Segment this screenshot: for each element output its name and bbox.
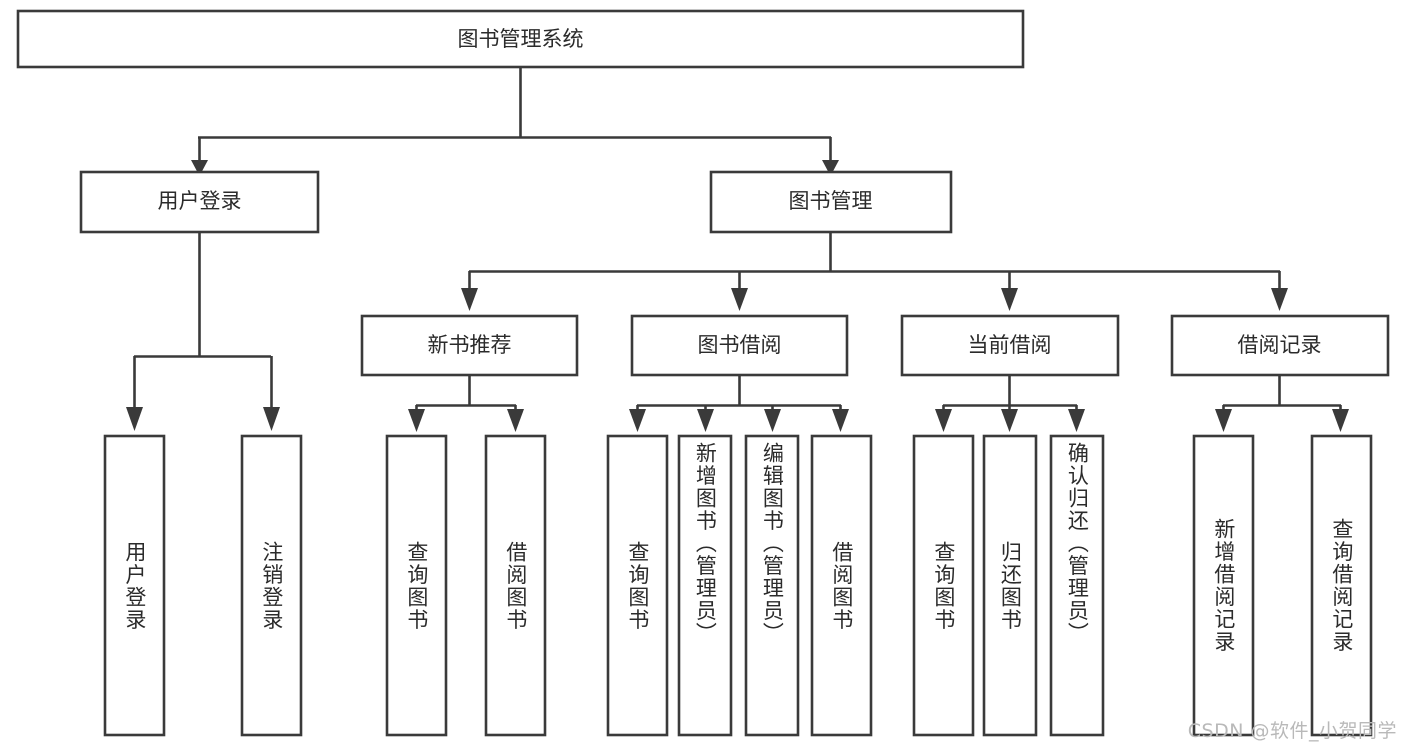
label-user-login: 用户登录 bbox=[158, 189, 242, 213]
arrow-head-leaf-user-login bbox=[126, 407, 143, 431]
arrow-head-leaf-query-book-current bbox=[935, 409, 952, 432]
arrow-head-leaf-return-book bbox=[1001, 409, 1018, 432]
csdn-watermark: CSDN @软件_小贺同学 bbox=[1187, 720, 1397, 742]
node-box-leaf-query-borrow-record[interactable] bbox=[1310, 434, 1373, 737]
node-box-leaf-borrow-book[interactable] bbox=[810, 434, 873, 737]
arrow-head-leaf-borrow-book bbox=[832, 409, 849, 432]
label-new-book-recommend: 新书推荐 bbox=[428, 333, 512, 357]
label-book-borrow: 图书借阅 bbox=[698, 333, 782, 357]
node-box-new-book-recommend[interactable] bbox=[360, 314, 579, 377]
node-box-borrow-record[interactable] bbox=[1170, 314, 1390, 377]
node-box-leaf-edit-book[interactable] bbox=[744, 434, 800, 737]
arrow-head-leaf-add-borrow-record bbox=[1215, 409, 1232, 432]
connector-layer bbox=[126, 67, 1349, 432]
arrow-head-leaf-edit-book bbox=[764, 409, 781, 432]
label-root: 图书管理系统 bbox=[458, 27, 584, 51]
node-box-book-borrow[interactable] bbox=[630, 314, 849, 377]
arrow-head-leaf-query-book-borrow bbox=[629, 409, 646, 432]
node-box-current-borrow[interactable] bbox=[900, 314, 1120, 377]
label-book-manage: 图书管理 bbox=[789, 189, 873, 213]
arrow-head-new-book-recommend bbox=[461, 288, 478, 311]
arrow-head-book-manage bbox=[822, 160, 839, 176]
arrow-head-leaf-add-book bbox=[697, 409, 714, 432]
arrow-head-user-login bbox=[191, 160, 208, 176]
node-box-user-login[interactable] bbox=[79, 170, 320, 234]
arrow-head-leaf-query-book-recommend bbox=[408, 409, 425, 432]
node-box-leaf-add-borrow-record[interactable] bbox=[1192, 434, 1255, 737]
arrow-head-current-borrow bbox=[1001, 288, 1018, 311]
node-box-leaf-add-book[interactable] bbox=[677, 434, 733, 737]
node-box-book-manage[interactable] bbox=[709, 170, 953, 234]
label-current-borrow: 当前借阅 bbox=[968, 333, 1052, 357]
arrow-head-leaf-logout bbox=[263, 407, 280, 431]
node-box-leaf-user-login[interactable] bbox=[103, 434, 166, 737]
node-box-root[interactable] bbox=[16, 9, 1025, 69]
arrow-head-leaf-borrow-book-recommend bbox=[507, 409, 524, 432]
horizontal-label-layer: 图书管理系统 用户登录 图书管理 新书推荐 图书借阅 当前借阅 借阅记录 bbox=[158, 27, 1322, 357]
arrow-head-leaf-query-borrow-record bbox=[1332, 409, 1349, 432]
arrow-head-leaf-confirm-return bbox=[1068, 409, 1085, 432]
node-box-layer bbox=[16, 9, 1390, 737]
node-box-leaf-query-book-borrow[interactable] bbox=[606, 434, 669, 737]
node-box-leaf-query-book-current[interactable] bbox=[912, 434, 975, 737]
label-borrow-record: 借阅记录 bbox=[1238, 333, 1322, 357]
arrow-head-borrow-record bbox=[1271, 288, 1288, 311]
node-box-leaf-logout[interactable] bbox=[240, 434, 303, 737]
node-box-leaf-query-book-recommend[interactable] bbox=[385, 434, 448, 737]
node-box-leaf-confirm-return[interactable] bbox=[1049, 434, 1105, 737]
node-box-leaf-return-book[interactable] bbox=[982, 434, 1038, 737]
node-box-leaf-borrow-book-recommend[interactable] bbox=[484, 434, 547, 737]
arrow-head-book-borrow bbox=[731, 288, 748, 311]
